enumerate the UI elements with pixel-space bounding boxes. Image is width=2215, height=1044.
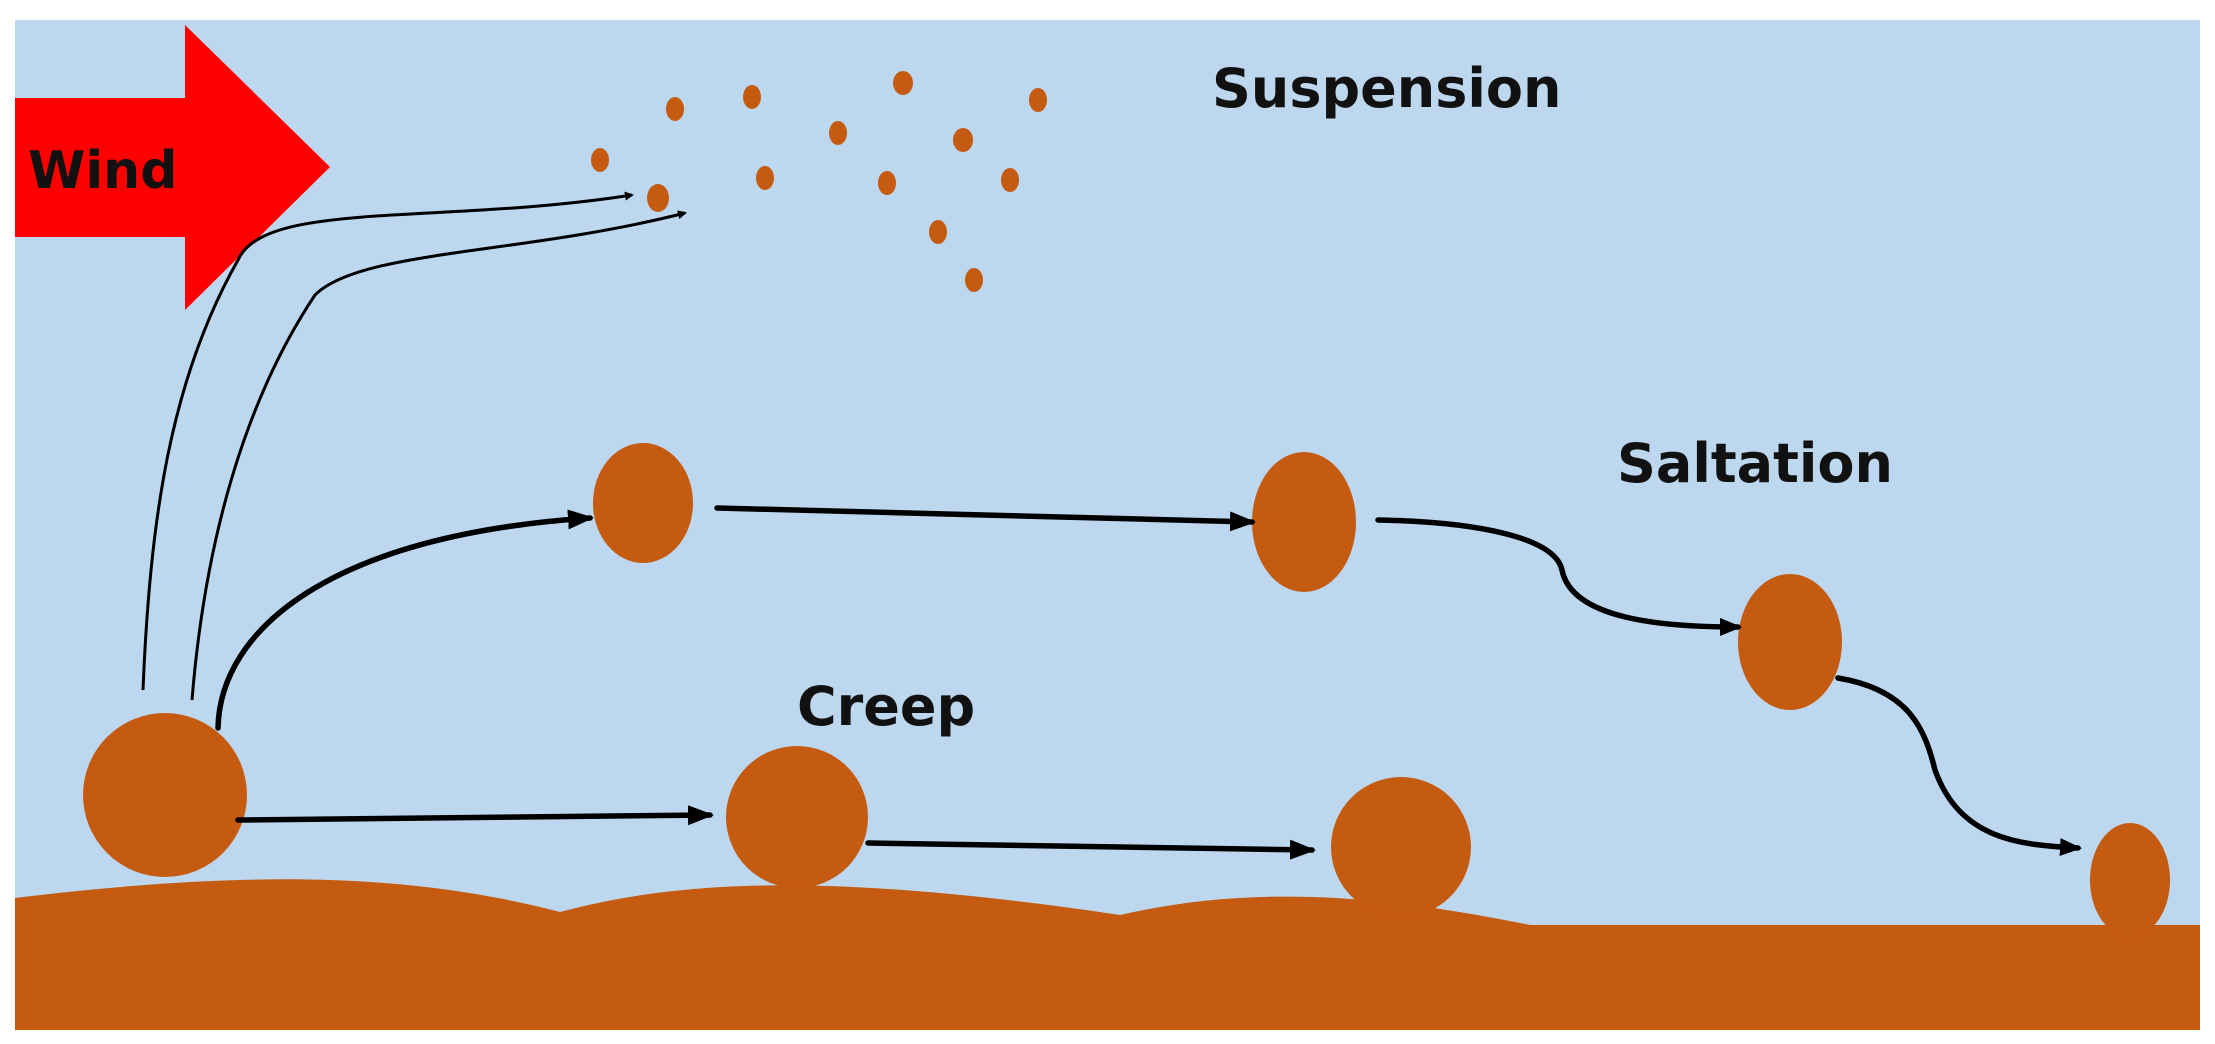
saltation-path-2 [714, 505, 1256, 532]
sky-background [15, 20, 2200, 1030]
saltation-particle [593, 443, 693, 563]
saltation-particle [1738, 574, 1842, 710]
saltation-path-4 [1835, 675, 2082, 857]
creep-path-1 [235, 805, 714, 826]
saltation-path-1 [215, 509, 594, 731]
dust-particle [1029, 88, 1047, 112]
dust-particle [953, 128, 973, 152]
dust-particle [591, 148, 609, 172]
wind-label: Wind [28, 141, 177, 201]
saltation-particle [2090, 823, 2170, 937]
dust-particle [878, 171, 896, 195]
creep-particle [1331, 777, 1471, 917]
dust-particle [756, 166, 774, 190]
suspension-path-inner [190, 210, 687, 701]
saltation-label: Saltation [1617, 432, 1893, 495]
dust-particle [929, 220, 947, 244]
dust-particle [1001, 168, 1019, 192]
dust-particle [829, 121, 847, 145]
wind-arrow: Wind [15, 25, 330, 310]
saltation-path-3 [1375, 517, 1742, 636]
suspension-particles [591, 71, 1047, 292]
suspension-label: Suspension [1212, 57, 1561, 120]
dust-particle [743, 85, 761, 109]
saltation-particle [1252, 452, 1356, 592]
creep-label: Creep [797, 675, 975, 738]
dust-particle [965, 268, 983, 292]
ground-surface [15, 879, 2200, 1030]
dust-particle [647, 184, 669, 212]
creep-path-2 [865, 839, 1316, 860]
dust-particle [893, 71, 913, 95]
dust-particle [666, 97, 684, 121]
source-particle [83, 713, 247, 877]
creep-particle [726, 746, 868, 888]
suspension-path-outer [141, 191, 634, 691]
